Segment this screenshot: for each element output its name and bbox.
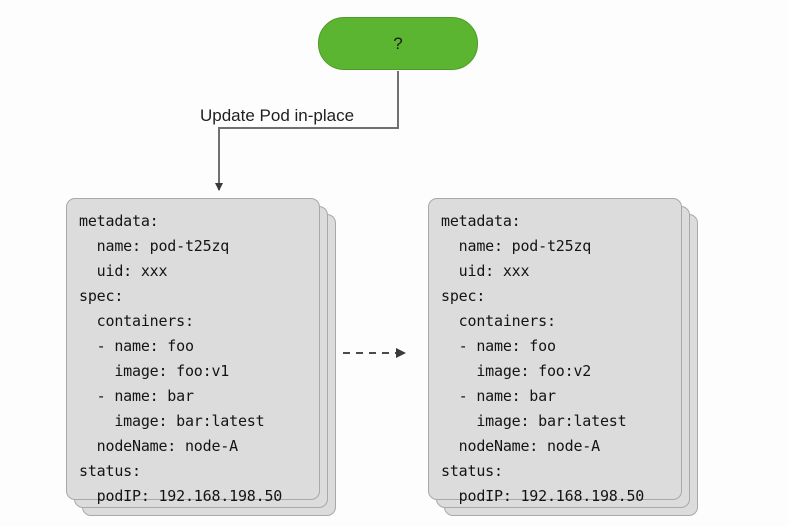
- yaml-line: uid: xxx: [441, 259, 675, 284]
- edge-label-update-pod: Update Pod in-place: [200, 106, 354, 126]
- yaml-line: spec:: [79, 284, 313, 309]
- yaml-line: nodeName: node-A: [441, 434, 675, 459]
- yaml-line: metadata:: [441, 209, 675, 234]
- yaml-line: uid: xxx: [79, 259, 313, 284]
- yaml-line: image: bar:latest: [79, 409, 313, 434]
- yaml-line: metadata:: [79, 209, 313, 234]
- pod-spec-after[interactable]: metadata: name: pod-t25zq uid: xxx spec:…: [428, 198, 698, 516]
- yaml-line: image: foo:v2: [441, 359, 675, 384]
- yaml-line: status:: [79, 459, 313, 484]
- yaml-line: name: pod-t25zq: [441, 234, 675, 259]
- yaml-line: - name: bar: [441, 384, 675, 409]
- pod-spec-after-body: metadata: name: pod-t25zq uid: xxx spec:…: [429, 199, 683, 501]
- yaml-line: - name: foo: [79, 334, 313, 359]
- yaml-line: status:: [441, 459, 675, 484]
- pod-spec-before-body: metadata: name: pod-t25zq uid: xxx spec:…: [67, 199, 321, 501]
- yaml-line: podIP: 192.168.198.50: [441, 484, 675, 509]
- yaml-line: podIP: 192.168.198.50: [79, 484, 313, 509]
- yaml-line: nodeName: node-A: [79, 434, 313, 459]
- yaml-line: - name: bar: [79, 384, 313, 409]
- pod-spec-before[interactable]: metadata: name: pod-t25zq uid: xxx spec:…: [66, 198, 336, 516]
- yaml-line: image: foo:v1: [79, 359, 313, 384]
- yaml-line: spec:: [441, 284, 675, 309]
- yaml-line: name: pod-t25zq: [79, 234, 313, 259]
- question-node-label: ?: [393, 35, 402, 52]
- doc-sheet-front: metadata: name: pod-t25zq uid: xxx spec:…: [428, 198, 682, 500]
- yaml-line: containers:: [441, 309, 675, 334]
- update-connector: [219, 71, 398, 190]
- yaml-line: - name: foo: [441, 334, 675, 359]
- doc-sheet-front: metadata: name: pod-t25zq uid: xxx spec:…: [66, 198, 320, 500]
- question-node[interactable]: ?: [318, 17, 478, 70]
- yaml-line: image: bar:latest: [441, 409, 675, 434]
- yaml-line: containers:: [79, 309, 313, 334]
